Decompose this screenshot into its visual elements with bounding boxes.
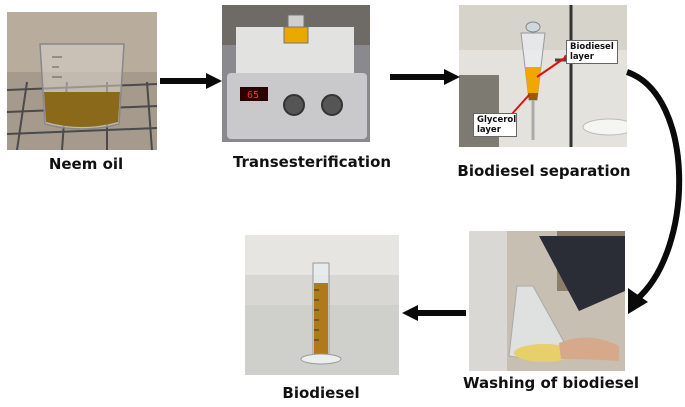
- caption-biodiesel-separation: Biodiesel separation: [457, 162, 631, 180]
- glycerol-layer-label: Glycerol layer: [473, 113, 517, 137]
- caption-neem-oil: Neem oil: [48, 155, 124, 173]
- caption-biodiesel: Biodiesel: [282, 384, 360, 402]
- hotplate-display: 65: [247, 90, 259, 101]
- arrow-separation-to-washing: [625, 69, 683, 314]
- biodiesel-layer-label: Biodiesel layer: [566, 40, 618, 64]
- arrow-neem-to-transesterification: [160, 73, 222, 89]
- arrow-washing-to-biodiesel: [402, 305, 466, 321]
- neem-oil-photo: [7, 12, 157, 150]
- biodiesel-photo: [245, 235, 399, 375]
- biodiesel-callout-line: [536, 56, 567, 78]
- biodiesel-separation-photo: Biodiesel layer Glycerol layer: [459, 5, 627, 147]
- glycerol-callout-line: [510, 94, 530, 116]
- washing-photo: [469, 231, 625, 371]
- arrow-transesterification-to-separation: [390, 69, 460, 85]
- transesterification-photo: 65: [222, 5, 370, 142]
- caption-washing: Washing of biodiesel: [462, 374, 640, 392]
- caption-transesterification: Transesterification: [232, 153, 392, 171]
